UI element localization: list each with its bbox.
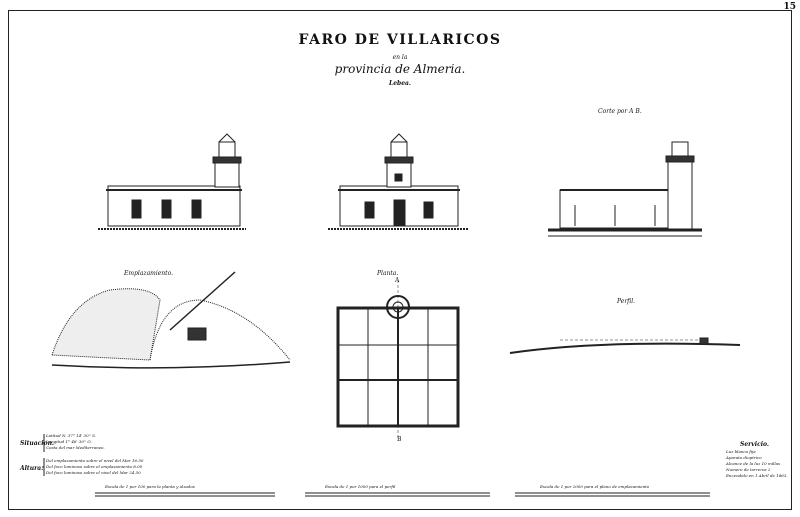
service-line: Numero de torreros 2 [726,467,771,472]
situation-heading: Situacion. [20,440,55,447]
side-elevation [98,133,246,230]
scale-caption-2: Escala de 1 por 1000 para el perfil [325,484,396,489]
subtitle-lebea: Lebea. [388,80,412,87]
floor-plan [336,280,460,438]
site-plan [51,271,291,369]
scale-bars [95,492,710,497]
height-line: Del emplazamiento sobre el nivel del Mar… [46,458,144,463]
service-line: Encendido en 1 Abril de 1863. [726,473,788,478]
heights-lines: Del emplazamiento sobre el nivel del Mar… [46,458,143,476]
profile-label: Perfil. [617,298,636,305]
drawing-title: FARO DE VILLARICOS [298,32,502,48]
scale-caption-1: Escala de 1 por 100 para la planta y alz… [105,484,195,489]
subtitle-province: provincia de Almeria. [334,62,466,76]
subtitle-en-la: en la [392,54,408,61]
sheet-number: 15 [783,2,796,12]
service-line: Luz blanca fija [726,449,756,454]
drawing-frame [8,10,792,510]
service-heading: Servicio. [740,441,769,448]
height-line: Del foco luminoso sobre el nivel del Mar… [46,470,141,475]
plan-label: Planta. [377,270,399,277]
section-a-b [548,141,702,237]
situation-line: Longitud 1° 46' 30'' O. [46,439,92,444]
front-elevation [328,133,468,230]
situation-line: Costa del mar Mediterraneo. [46,445,105,450]
heights-brace [42,458,45,476]
service-line: Alcance de la luz 10 millas [726,461,781,466]
service-line: Aparato dioptrico [726,455,762,460]
height-line: Del foco luminoso sobre el emplazamiento… [46,464,143,469]
point-b-label: B [397,436,402,443]
section-label: Corte por A B. [598,108,642,115]
situation-lines: Latitud N. 37° 14' 30'' S. Longitud 1° 4… [46,433,105,451]
scale-caption-3: Escala de 1 por 2000 para el plano de em… [540,484,650,489]
situation-brace [42,434,45,452]
situation-line: Latitud N. 37° 14' 30'' S. [46,433,96,438]
heights-heading: Altura. [20,465,44,472]
site-label: Emplazamiento. [124,270,173,277]
service-lines: Luz blanca fija Aparato dioptrico Alcanc… [726,449,788,479]
profile [509,337,741,354]
point-a-label: A [395,277,400,284]
